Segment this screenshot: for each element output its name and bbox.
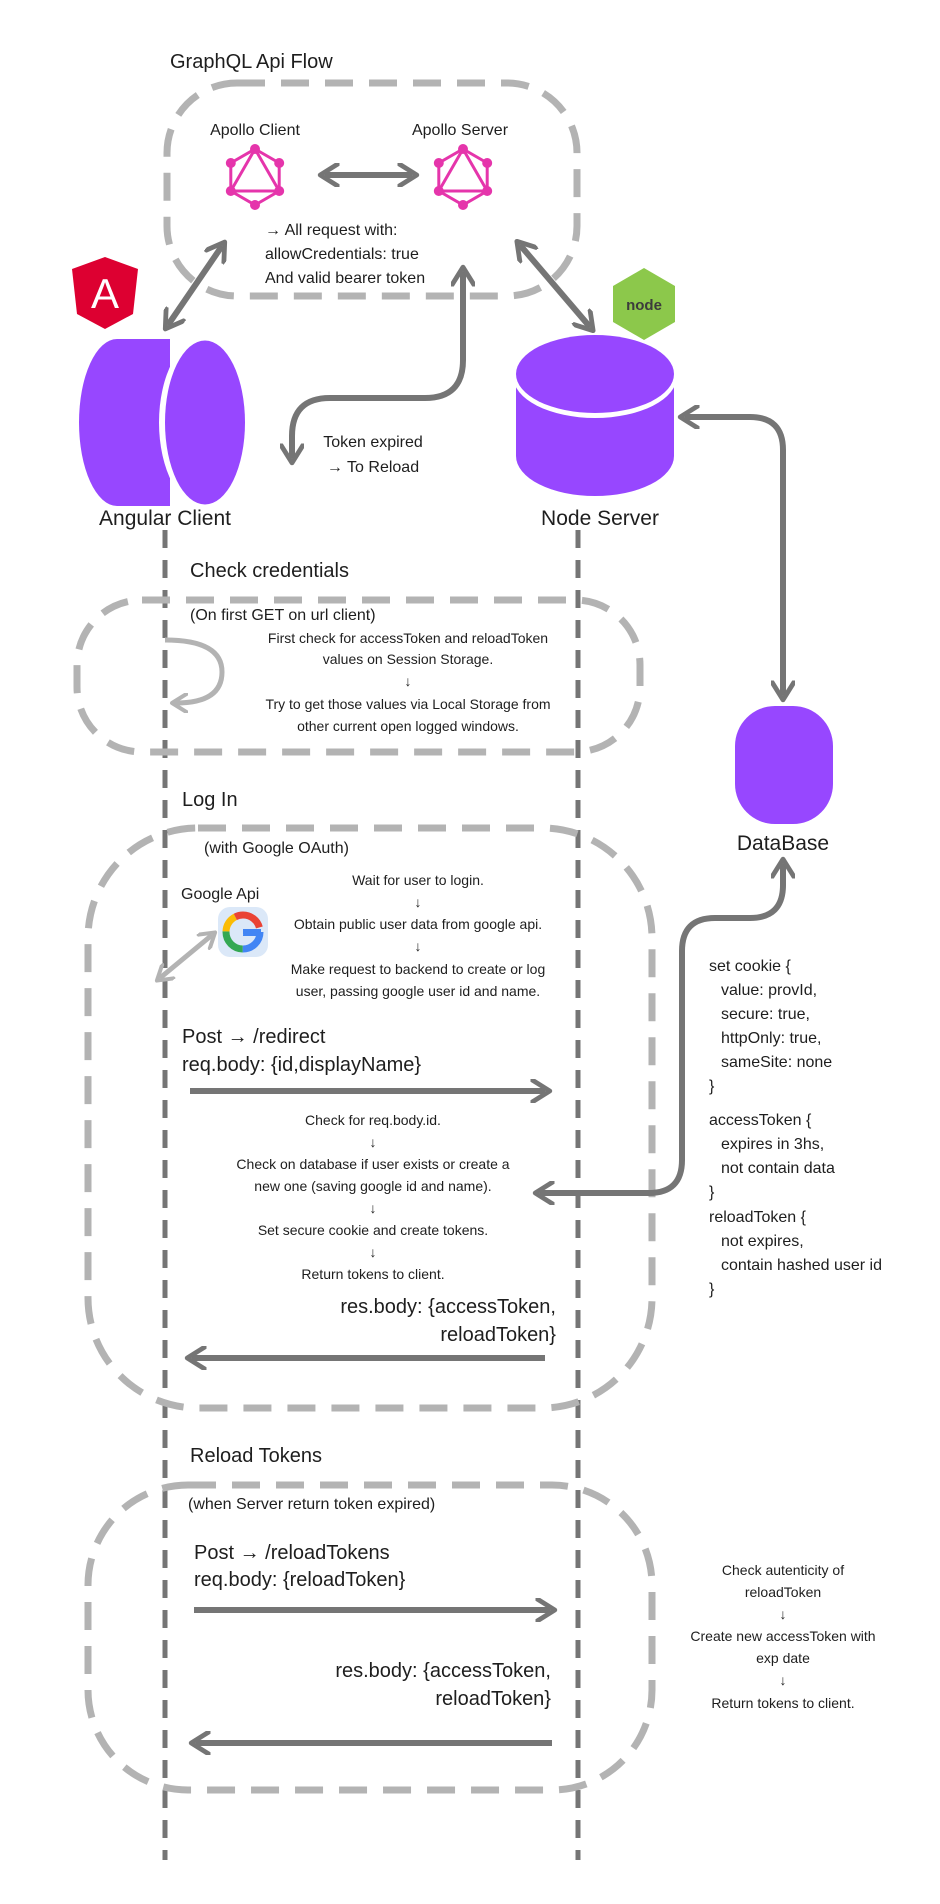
reload-tokens-subtitle: (when Server return token expired) bbox=[188, 1496, 435, 1513]
tokens-info-line-11: reloadToken { bbox=[709, 1209, 807, 1226]
reload-server-step-arrow-1: ↓ bbox=[780, 1606, 787, 1622]
graphql-flow-title: GraphQL Api Flow bbox=[170, 51, 333, 73]
angular-logo-icon: A bbox=[72, 257, 138, 329]
angular-client-cylinder-icon bbox=[79, 336, 251, 509]
svg-text:node: node bbox=[626, 297, 662, 314]
tokens-info-line-14: } bbox=[709, 1281, 715, 1298]
check-credentials-title: Check credentials bbox=[190, 560, 349, 582]
login-server-step-arrow-3: ↓ bbox=[370, 1244, 377, 1260]
apollo-server-graphql-icon bbox=[432, 142, 494, 212]
reload-response-line-1: res.body: {accessToken, bbox=[335, 1660, 551, 1682]
token-expired-line-2: → To Reload bbox=[327, 459, 419, 476]
tokens-info-line-1: set cookie { bbox=[709, 958, 791, 975]
graphql-flow-box bbox=[163, 79, 581, 300]
reload-server-step-4: exp date bbox=[756, 1650, 810, 1666]
google-api-arrow bbox=[160, 935, 212, 978]
reload-server-step-2: reloadToken bbox=[745, 1584, 821, 1600]
node-database-arrow bbox=[685, 417, 783, 695]
check-credentials-subtitle: (On first GET on url client) bbox=[190, 607, 376, 624]
reload-response-line-2: reloadToken} bbox=[435, 1688, 551, 1710]
node-server-cylinder-icon bbox=[513, 334, 677, 496]
apollo-server-label: Apollo Server bbox=[412, 122, 509, 139]
check-credentials-box bbox=[73, 596, 644, 756]
check-credentials-line-4: Try to get those values via Local Storag… bbox=[265, 696, 550, 712]
login-step-4: user, passing google user id and name. bbox=[296, 983, 540, 999]
login-request-line-1: Post → /redirect bbox=[182, 1026, 326, 1048]
reload-server-step-1: Check autenticity of bbox=[722, 1562, 844, 1578]
node-server-label: Node Server bbox=[541, 507, 659, 530]
tokens-info-line-3: secure: true, bbox=[721, 1006, 810, 1023]
google-api-label: Google Api bbox=[181, 886, 259, 903]
tokens-info-line-13: contain hashed user id bbox=[721, 1257, 882, 1274]
tokens-info-line-7: accessToken { bbox=[709, 1112, 812, 1129]
login-step-arrow-2: ↓ bbox=[415, 938, 422, 954]
login-step-2: Obtain public user data from google api. bbox=[294, 916, 542, 932]
svg-text:G: G bbox=[243, 934, 244, 936]
apollo-client-label: Apollo Client bbox=[210, 122, 300, 139]
login-server-step-3: new one (saving google id and name). bbox=[254, 1178, 491, 1194]
tokens-info-line-4: httpOnly: true, bbox=[721, 1030, 822, 1047]
login-server-step-arrow-1: ↓ bbox=[370, 1134, 377, 1150]
tokens-info-line-9: not contain data bbox=[721, 1160, 835, 1177]
tokens-info-line-2: value: provId, bbox=[721, 982, 817, 999]
database-login-arrow bbox=[540, 864, 783, 1193]
tokens-info-line-5: sameSite: none bbox=[721, 1054, 832, 1071]
login-subtitle: (with Google OAuth) bbox=[204, 840, 349, 857]
check-credentials-line-2: values on Session Storage. bbox=[323, 651, 493, 667]
login-server-step-5: Return tokens to client. bbox=[301, 1266, 444, 1282]
login-response-line-1: res.body: {accessToken, bbox=[340, 1296, 556, 1318]
reload-request-line-2: req.body: {reloadToken} bbox=[194, 1569, 406, 1591]
token-expired-arrow bbox=[292, 272, 463, 458]
reload-tokens-title: Reload Tokens bbox=[190, 1445, 322, 1467]
tokens-info-line-6: } bbox=[709, 1078, 715, 1095]
reload-tokens-box bbox=[84, 1481, 656, 1794]
angular-client-label: Angular Client bbox=[99, 507, 231, 530]
login-server-step-4: Set secure cookie and create tokens. bbox=[258, 1222, 488, 1238]
angular-apollo-arrow bbox=[168, 246, 222, 325]
login-response-line-2: reloadToken} bbox=[440, 1324, 556, 1346]
login-server-step-arrow-2: ↓ bbox=[370, 1200, 377, 1216]
reload-server-step-arrow-2: ↓ bbox=[780, 1672, 787, 1688]
login-request-line-2: req.body: {id,displayName} bbox=[182, 1054, 421, 1076]
login-server-step-1: Check for req.body.id. bbox=[305, 1112, 441, 1128]
google-logo-icon: G bbox=[218, 907, 268, 957]
tokens-info-line-12: not expires, bbox=[721, 1233, 804, 1250]
graphql-note-line-3: And valid bearer token bbox=[265, 270, 425, 287]
node-logo-icon: node bbox=[613, 268, 675, 340]
self-check-loop-arrow bbox=[164, 637, 225, 703]
reload-server-step-3: Create new accessToken with bbox=[690, 1628, 875, 1644]
check-credentials-line-3: ↓ bbox=[405, 673, 412, 689]
database-label: DataBase bbox=[737, 832, 829, 855]
login-title: Log In bbox=[182, 789, 238, 811]
graphql-note-line-1: → All request with: bbox=[265, 222, 398, 239]
apollo-client-graphql-icon bbox=[224, 142, 286, 212]
login-step-3: Make request to backend to create or log bbox=[291, 961, 545, 977]
reload-request-line-1: Post → /reloadTokens bbox=[194, 1542, 390, 1564]
login-step-arrow-1: ↓ bbox=[415, 894, 422, 910]
login-server-step-2: Check on database if user exists or crea… bbox=[236, 1156, 509, 1172]
tokens-info-line-8: expires in 3hs, bbox=[721, 1136, 824, 1153]
token-expired-line-1: Token expired bbox=[323, 434, 423, 451]
login-step-1: Wait for user to login. bbox=[352, 872, 484, 888]
check-credentials-line-5: other current open logged windows. bbox=[297, 718, 519, 734]
apollo-node-arrow bbox=[520, 245, 590, 327]
tokens-info-line-10: } bbox=[709, 1184, 715, 1201]
reload-server-step-5: Return tokens to client. bbox=[711, 1695, 854, 1711]
database-icon bbox=[735, 706, 833, 824]
svg-text:A: A bbox=[91, 270, 119, 317]
graphql-note-line-2: allowCredentials: true bbox=[265, 246, 419, 263]
check-credentials-line-1: First check for accessToken and reloadTo… bbox=[268, 630, 548, 646]
